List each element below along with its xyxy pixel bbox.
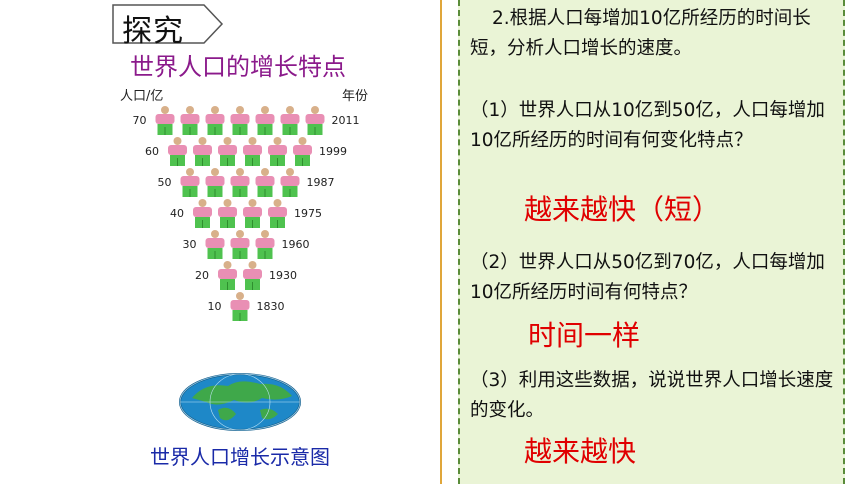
person-figure xyxy=(193,199,212,228)
person-figure xyxy=(205,106,225,135)
person-figure xyxy=(255,168,275,197)
population-row: 20 1930 xyxy=(195,261,297,290)
globe-icon xyxy=(179,373,301,431)
question-2: （2）世界人口从50亿到70亿，人口每增加10亿所经历时间有何特点？ xyxy=(470,252,825,303)
year-value: 1960 xyxy=(282,238,310,251)
year-label: 年份 xyxy=(342,89,368,104)
population-value: 50 xyxy=(158,176,172,189)
person-figure xyxy=(268,137,287,166)
person-figure xyxy=(218,137,237,166)
explore-tag: 探究 xyxy=(112,4,224,49)
person-figure xyxy=(155,106,175,135)
tag-label: 探究 xyxy=(122,14,184,49)
person-figure xyxy=(193,137,212,166)
question-3: （3）利用这些数据，说说世界人口增长速度的变化。 xyxy=(470,370,834,421)
question-panel: 2.根据人口每增加10亿所经历的时间长短，分析人口增长的速度。 （1）世界人口从… xyxy=(458,0,845,484)
person-figure xyxy=(205,230,225,259)
person-figure xyxy=(268,199,287,228)
person-figure xyxy=(168,137,187,166)
person-figure xyxy=(305,106,325,135)
population-row: 60 1999 xyxy=(145,137,347,166)
person-figure xyxy=(180,168,200,197)
diagram-caption: 世界人口增长示意图 xyxy=(150,445,330,469)
question-1: （1）世界人口从10亿到50亿，人口每增加10亿所经历的时间有何变化特点？ xyxy=(470,100,825,151)
answer-3: 越来越快 xyxy=(524,435,637,468)
person-figure xyxy=(218,261,237,290)
person-figure xyxy=(255,230,275,259)
person-figure xyxy=(243,199,262,228)
main-question: 2.根据人口每增加10亿所经历的时间长短，分析人口增长的速度。 xyxy=(470,8,811,59)
population-value: 60 xyxy=(145,145,159,158)
person-figure xyxy=(230,292,250,321)
person-figure xyxy=(255,106,275,135)
year-value: 1999 xyxy=(319,145,347,158)
population-row: 50 1987 xyxy=(158,168,335,197)
population-growth-diagram: 人口/亿 年份 70 2011 60 1999 50 1987 40 1975 30 1960 20… xyxy=(120,89,368,431)
person-figure xyxy=(205,168,225,197)
person-figure xyxy=(243,137,262,166)
person-figure xyxy=(230,106,250,135)
year-value: 1975 xyxy=(294,207,322,220)
answer-1: 越来越快（短） xyxy=(524,193,721,226)
population-row: 40 1975 xyxy=(170,199,322,228)
population-row: 30 1960 xyxy=(183,230,310,259)
year-value: 1987 xyxy=(307,176,335,189)
answer-2: 时间一样 xyxy=(528,319,641,352)
left-title: 世界人口的增长特点 xyxy=(130,53,346,81)
population-value: 10 xyxy=(208,300,222,313)
person-figure xyxy=(280,106,300,135)
population-value: 40 xyxy=(170,207,184,220)
population-value: 30 xyxy=(183,238,197,251)
person-figure xyxy=(180,106,200,135)
population-value: 20 xyxy=(195,269,209,282)
person-figure xyxy=(243,261,262,290)
year-value: 2011 xyxy=(332,114,360,127)
person-figure xyxy=(230,230,250,259)
person-figure xyxy=(230,168,250,197)
tag-arrow-shape xyxy=(112,4,224,44)
y-axis-label: 人口/亿 xyxy=(120,89,163,104)
person-figure xyxy=(293,137,312,166)
population-row: 70 2011 xyxy=(133,106,360,135)
population-value: 70 xyxy=(133,114,147,127)
population-row: 10 1830 xyxy=(208,292,285,321)
year-value: 1930 xyxy=(269,269,297,282)
person-figure xyxy=(218,199,237,228)
person-figure xyxy=(280,168,300,197)
year-value: 1830 xyxy=(257,300,285,313)
divider-line xyxy=(440,0,442,484)
